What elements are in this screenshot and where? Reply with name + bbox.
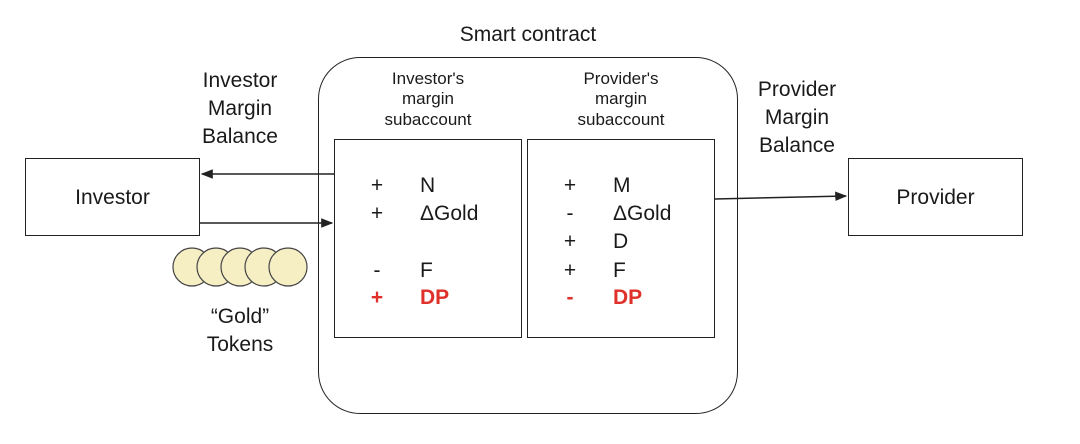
entry-sign: - — [566, 286, 574, 309]
entry-term: M — [613, 174, 631, 197]
gold-token-coins — [172, 247, 308, 287]
entry-term: F — [613, 259, 626, 282]
entry-term: DP — [420, 286, 450, 309]
entry-sign: - — [373, 259, 381, 282]
provider-margin-balance-label: Provider Margin Balance — [757, 78, 837, 157]
entry-sign: + — [370, 286, 384, 309]
entry-term: ΔGold — [613, 202, 672, 225]
gold-token-icon — [268, 247, 308, 287]
provider-box: Provider — [848, 158, 1023, 236]
entry-term: N — [420, 174, 436, 197]
arrow-subaccount-to-provider — [714, 191, 848, 202]
gold-tokens-label: “Gold” Tokens — [206, 305, 274, 356]
entry-term: D — [613, 230, 629, 253]
entry-sign: + — [370, 202, 384, 225]
entry-sign: + — [370, 174, 384, 197]
entry-sign: + — [563, 230, 577, 253]
investor-label: Investor — [75, 186, 150, 209]
smart-contract-container — [318, 57, 738, 414]
smart-contract-title: Smart contract — [459, 23, 597, 46]
provider-label: Provider — [896, 186, 975, 209]
investor-subaccount-title: Investor's margin subaccount — [384, 69, 472, 129]
investor-box: Investor — [25, 158, 200, 236]
investor-margin-balance-label: Investor Margin Balance — [202, 69, 278, 148]
entry-term: F — [420, 259, 433, 282]
provider-subaccount-title: Provider's margin subaccount — [577, 69, 665, 129]
entry-term: DP — [613, 286, 643, 309]
entry-sign: + — [563, 174, 577, 197]
investor-subaccount-box: + N + ΔGold - F + DP — [334, 139, 522, 338]
provider-subaccount-box: + M - ΔGold + D + F - DP — [527, 139, 715, 338]
entry-term: ΔGold — [420, 202, 479, 225]
entry-sign: + — [563, 259, 577, 282]
entry-sign: - — [566, 202, 574, 225]
